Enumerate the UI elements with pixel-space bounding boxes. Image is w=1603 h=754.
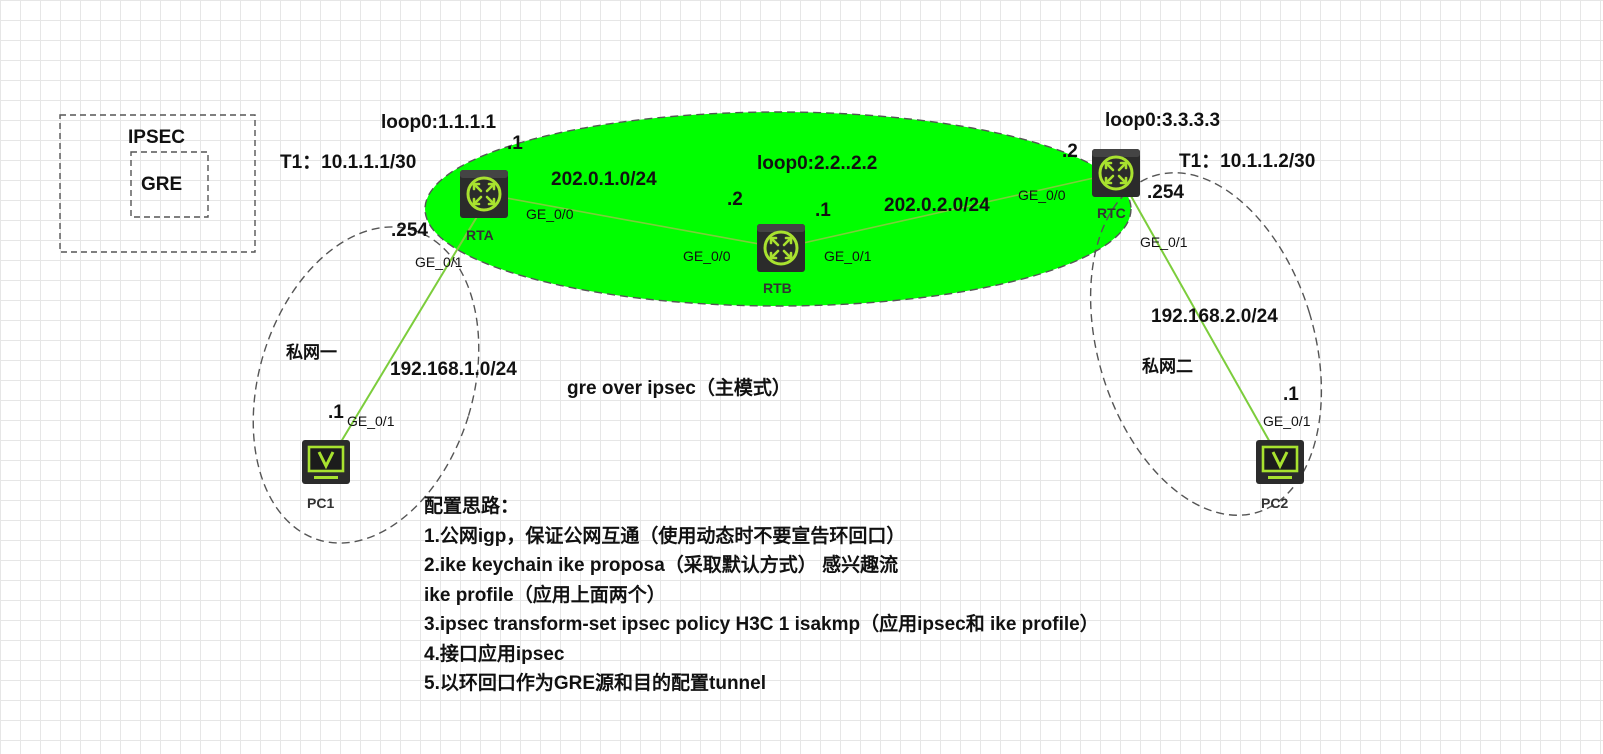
rtb-left-addr: .2: [727, 189, 743, 210]
rta-loopback-label: loop0:1.1.1.1: [381, 112, 497, 133]
ipsec-legend-label: IPSEC: [128, 127, 185, 148]
link-rtb-rtc: [780, 172, 1117, 249]
rtc-public-addr: .2: [1062, 141, 1078, 162]
link-rtc-pc2: [1117, 172, 1281, 461]
rtb-ge01-label: GE_0/1: [824, 248, 872, 264]
rta-ge01-label: GE_0/1: [415, 254, 463, 270]
rtc-ge00-label: GE_0/0: [1018, 187, 1066, 203]
config-notes-heading: 配置思路：: [424, 496, 520, 517]
link-rta-pc1: [329, 214, 479, 461]
config-note-line: 4.接口应用ipsec: [424, 643, 565, 665]
link-rta-rtb: [483, 193, 782, 249]
pc2-addr: .1: [1283, 384, 1299, 405]
rtc-label: RTC: [1097, 205, 1126, 221]
net-pc1-label: 192.168.1.0/24: [390, 359, 517, 380]
config-note-line: 5.以环回口作为GRE源和目的配置tunnel: [424, 673, 767, 694]
rtc-private-addr: .254: [1147, 182, 1184, 203]
rtc-loopback-label: loop0:3.3.3.3: [1105, 110, 1220, 131]
rtb-loopback-label: loop0:2.2..2.2: [757, 153, 877, 174]
ipsec-legend-box: [59, 114, 256, 253]
config-note-line: ike profile（应用上面两个）: [424, 584, 666, 606]
config-notes: 配置思路： 1.公网igp，保证公网互通（使用动态时不要宣告环回口） 2.ike…: [424, 492, 1099, 699]
diagram-title: gre over ipsec（主模式）: [567, 376, 791, 399]
rta-tunnel-label: T1：10.1.1.1/30: [280, 152, 416, 173]
net-bc-label: 202.0.2.0/24: [884, 195, 990, 216]
config-note-line: 3.ipsec transform-set ipsec policy H3C 1…: [424, 614, 1099, 635]
net-ab-label: 202.0.1.0/24: [551, 169, 657, 190]
rta-ge00-label: GE_0/0: [526, 206, 574, 222]
private-network-1-zone: [252, 226, 480, 544]
rtc-tunnel-label: T1：10.1.1.2/30: [1179, 151, 1315, 172]
router-icon[interactable]: [458, 168, 510, 220]
net-pc2-label: 192.168.2.0/24: [1151, 306, 1278, 327]
gre-legend-label: GRE: [141, 174, 182, 195]
rtc-ge01-label: GE_0/1: [1140, 234, 1188, 250]
pc2-ge01-label: GE_0/1: [1263, 413, 1311, 429]
public-network-zone: [424, 111, 1132, 307]
router-icon[interactable]: [755, 222, 807, 274]
rtb-ge00-label: GE_0/0: [683, 248, 731, 264]
private-network-2-zone: [1089, 172, 1323, 516]
router-icon[interactable]: [1090, 147, 1142, 199]
rta-public-addr: .1: [507, 133, 523, 154]
rta-label: RTA: [466, 227, 494, 243]
gre-legend-box: [130, 151, 209, 218]
pc1-ge01-label: GE_0/1: [347, 413, 395, 429]
private-network-2-label: 私网二: [1142, 357, 1193, 376]
rtb-right-addr: .1: [815, 200, 831, 221]
pc1-label: PC1: [307, 495, 334, 511]
pc2-label: PC2: [1261, 495, 1288, 511]
config-note-line: 2.ike keychain ike proposa（采取默认方式） 感兴趣流: [424, 555, 899, 576]
rta-private-addr: .254: [391, 220, 428, 241]
rtb-label: RTB: [763, 280, 792, 296]
private-network-1-label: 私网一: [286, 343, 337, 362]
pc-monitor-icon[interactable]: [300, 438, 352, 486]
pc-monitor-icon[interactable]: [1254, 438, 1306, 486]
pc1-addr: .1: [328, 402, 344, 423]
config-note-line: 1.公网igp，保证公网互通（使用动态时不要宣告环回口）: [424, 525, 906, 547]
